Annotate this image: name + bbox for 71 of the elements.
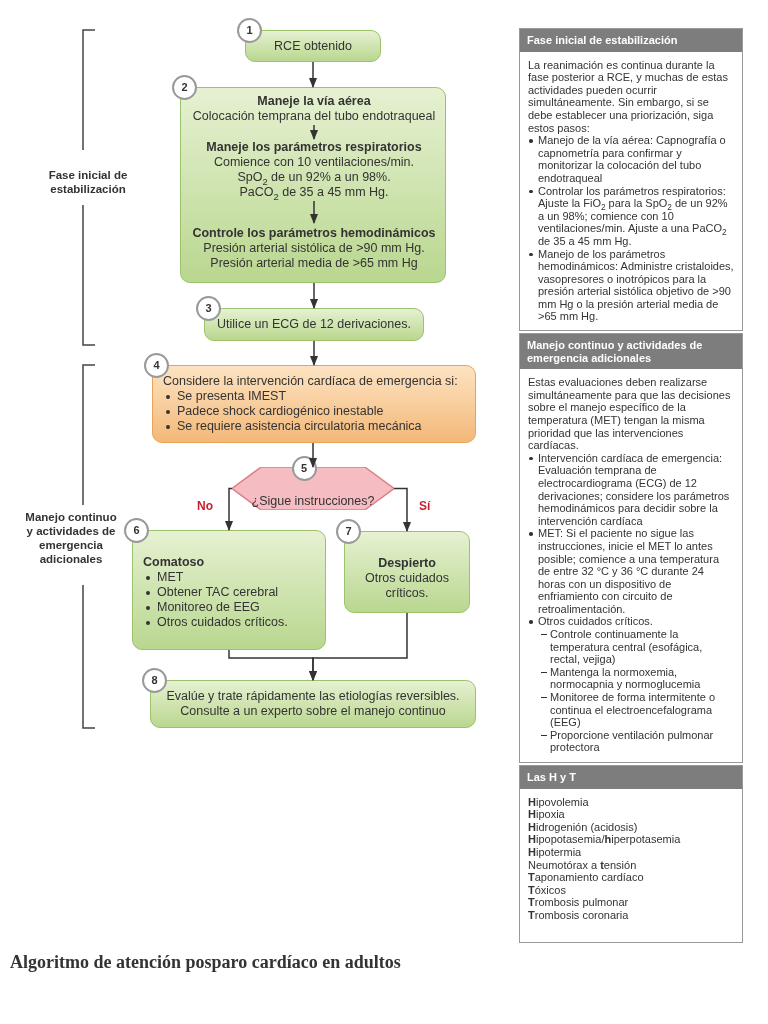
bullet-item: MET [143,570,184,585]
panel-text: Neumotórax a tensión [528,858,638,872]
step-text: Colocación temprana del tubo endotraqueal [192,109,436,124]
arrow [393,487,412,533]
step-text: PaCO$_{2}$ de 35 a 45 mm Hg. [239,185,389,200]
edge-label: No [195,498,215,513]
bullet-item: Manejo de los parámetros hemodinámicos: Administre cristaloides, vasopresores o inotrópicos para la presión arterial sistólica objetivo de >90 mm Hg o la presión arterial media de >65 mm Hg. [528,247,734,324]
panel-text: Hidrogenión (acidosis) [528,820,639,834]
arrow [224,487,234,532]
panel-header: Fase inicial de estabilización [520,29,742,52]
info-panel [519,28,743,331]
step-text: ¿Sigue instrucciones? [251,493,375,509]
section-label: Fase inicial de estabilización [47,168,129,196]
panel-text: Hipotermia [528,845,583,859]
section-label: Manejo continuo y actividades de emergencia adicionales [24,510,118,566]
sub-item: Proporcione ventilación pulmonar protectora [538,728,734,754]
bullet-item: Se requiere asistencia circulatoria mecánica [163,419,422,434]
arrow [308,61,318,89]
step-text: Consulte a un experto sobre el manejo continuo [180,704,446,719]
arrow [309,124,319,141]
panel-text: Tóxicos [528,883,567,897]
panel-text: Hipopotasemia/hiperpotasemia [528,833,682,846]
panel-header: Las H y T [520,766,742,789]
bullet-item: Obtener TAC cerebral [143,585,279,600]
bullet-item: Monitoreo de EEG [143,600,260,615]
arrow [308,612,408,682]
step-number: 2 [172,75,197,100]
arrow [309,340,319,367]
info-panel [519,765,743,943]
sub-item: Mantenga la normoxemia, normocapnia y normoglucemia [538,665,734,692]
bullet-item: Otros cuidados críticos. [143,615,288,630]
step-text: Presión arterial sistólica de >90 mm Hg. [203,240,425,256]
panel-text: Estas evaluaciones deben realizarse simultáneamente para que las decisiones sobre el manejo específico de la temperatura (MET) tengan la misma prioridad que las intervenciones cardíacas. [528,376,732,452]
panel-header: Manejo continuo y actividades de emergencia adicionales [520,334,742,370]
panel-text: La reanimación es continua durante la fase posterior a RCE, y muchas de estas actividades pueden ocurrir simultáneamente. Sin embargo, si se debe establecer una priorización, siga estos pasos: [528,58,729,135]
step-number: 1 [237,18,262,43]
step-text: SpO$_{2}$ de un 92% a un 98%. [237,170,391,185]
step-text: Evalúe y trate rápidamente las etiologías reversibles. [166,689,460,704]
arrow [308,442,318,469]
bullet-item: Padece shock cardiogénico inestable [163,404,384,419]
info-panel [519,333,743,763]
step-heading: Maneje los parámetros respiratorios [206,140,422,155]
step-number: 3 [196,296,221,321]
step-number: 8 [142,668,167,693]
step-heading: Maneje la vía aérea [257,94,371,109]
arrow [309,282,319,310]
bullet-item: Otros cuidados críticos. [528,615,734,629]
bullet-item: MET: Si el paciente no sigue las instrucciones, inicie el MET lo antes posible; comience a una temperatura de entre 32 °C y 36 °C durante 24 horas con un dispositivo de enfriamiento con circuito de retroalimentación. [528,527,734,616]
panel-text: Hipoxia [528,808,566,821]
step-text: RCE obtenido [274,38,352,54]
step-heading: Despierto [378,556,436,571]
bullet-item: Se presenta IMEST [163,389,287,404]
arrow [309,200,319,225]
edge-label: Sí [417,498,433,513]
caption: Algoritmo de atención posparo cardíaco en adultos [10,952,401,973]
step-text: Comience con 10 ventilaciones/min. [213,155,415,170]
step-number: 7 [336,519,361,544]
step-heading: Comatoso [143,555,205,570]
step-text: Otros cuidados críticos. [363,571,451,601]
bullet-item: Manejo de la vía aérea: Capnografía o capnometría para confirmar y monitorizar la colocación del tubo endotraqueal [528,134,734,185]
panel-text: Trombosis coronaria [528,908,630,922]
bullet-item: Controlar los parámetros respiratorios: Ajuste la FiO$_{2}$ para la SpO$_{2}$ de un 92% a un 98%; comience con 10 ventilaciones/min. Ajuste a una PaCO$_{2}$ de 35 a 45 mm Hg. [528,184,734,248]
sub-item: Controle continuamente la temperatura central (esofágica, rectal, vejiga) [538,628,734,666]
panel-text: Taponamiento cardíaco [528,871,645,884]
sub-item: Monitoree de forma intermitente o continua el electroencefalograma (EEG) [538,691,734,729]
bullet-item: Intervención cardíaca de emergencia: Evaluación temprana de electrocardiograma (ECG) de 12 derivaciones; considere los parámetros hemodinámicos para decidir sobre la intervención cardíaca [528,451,734,528]
panel-text: Trombosis pulmonar [528,896,630,909]
step-heading: Controle los parámetros hemodinámicos [192,225,436,241]
step-number: 6 [124,518,149,543]
panel-text: Hipovolemia [528,795,590,809]
step-text: Presión arterial media de >65 mm Hg [210,255,418,271]
